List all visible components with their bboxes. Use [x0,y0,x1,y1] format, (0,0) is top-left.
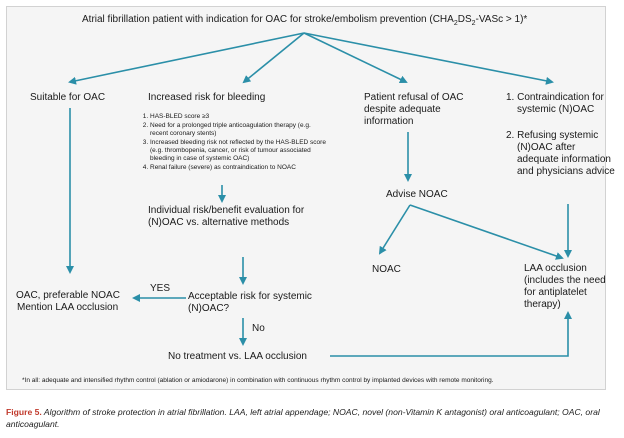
criterion-4: Renal failure (severe) as contraindicati… [150,164,326,172]
title-node: Atrial fibrillation patient with indicat… [82,14,528,27]
caption-figure-label: Figure 5. [6,407,42,417]
bleeding-node: Increased risk for bleeding [148,92,266,103]
yes-label: YES [150,283,171,294]
footnote: *In all: adequate and intensified rhythm… [22,377,494,384]
criterion-3: Increased bleeding risk not reflected by… [150,139,326,163]
title-sub-1: 2 [453,20,458,27]
criterion-1: HAS-BLED score ≥3 [150,113,326,121]
arrow-no-treatment-to-laa [330,311,572,357]
criterion-2: Need for a prolonged triple anticoagulat… [150,122,326,138]
refusing-node: 2. Refusing systemic (N)OAC after adequa… [506,130,615,177]
advise-noac-node: Advise NOAC [386,189,448,200]
oac-result-node: OAC, preferable NOAC Mention LAA occlusi… [16,290,120,313]
arrow-advise-to-noac [378,204,411,255]
title-suffix: -VASc > 1)* [475,14,528,25]
noac-node: NOAC [372,264,401,275]
suitable-node: Suitable for OAC [30,92,106,103]
arrow-title-to-refusal [303,32,408,84]
bleeding-criteria-list: HAS-BLED score ≥3 Need for a prolonged t… [138,113,326,173]
arrow-advise-to-laa [409,204,564,260]
no-treatment-node: No treatment vs. LAA occlusion [168,351,307,362]
arrow-title-to-bleeding [242,32,305,84]
no-label: No [252,323,265,334]
contraindication-node: 1. Contraindication for systemic (N)OAC [506,92,604,115]
arrow-title-to-contra [303,32,554,85]
refusal-node: Patient refusal of OAC despite adequate … [364,92,464,127]
evaluation-node: Individual risk/benefit evaluation for (… [148,205,305,228]
acceptable-node: Acceptable risk for systemic (N)OAC? [188,291,312,314]
title-prefix: Atrial fibrillation patient with indicat… [82,14,454,25]
title-sub-2: 2 [471,20,476,27]
figure-caption: Figure 5. Algorithm of stroke protection… [6,406,616,430]
flowchart-panel [6,6,606,390]
title-mid: DS [457,14,472,25]
laa-node: LAA occlusion (includes the need for ant… [524,263,606,310]
arrow-title-to-suitable [68,32,305,85]
caption-text: Algorithm of stroke protection in atrial… [6,407,600,429]
